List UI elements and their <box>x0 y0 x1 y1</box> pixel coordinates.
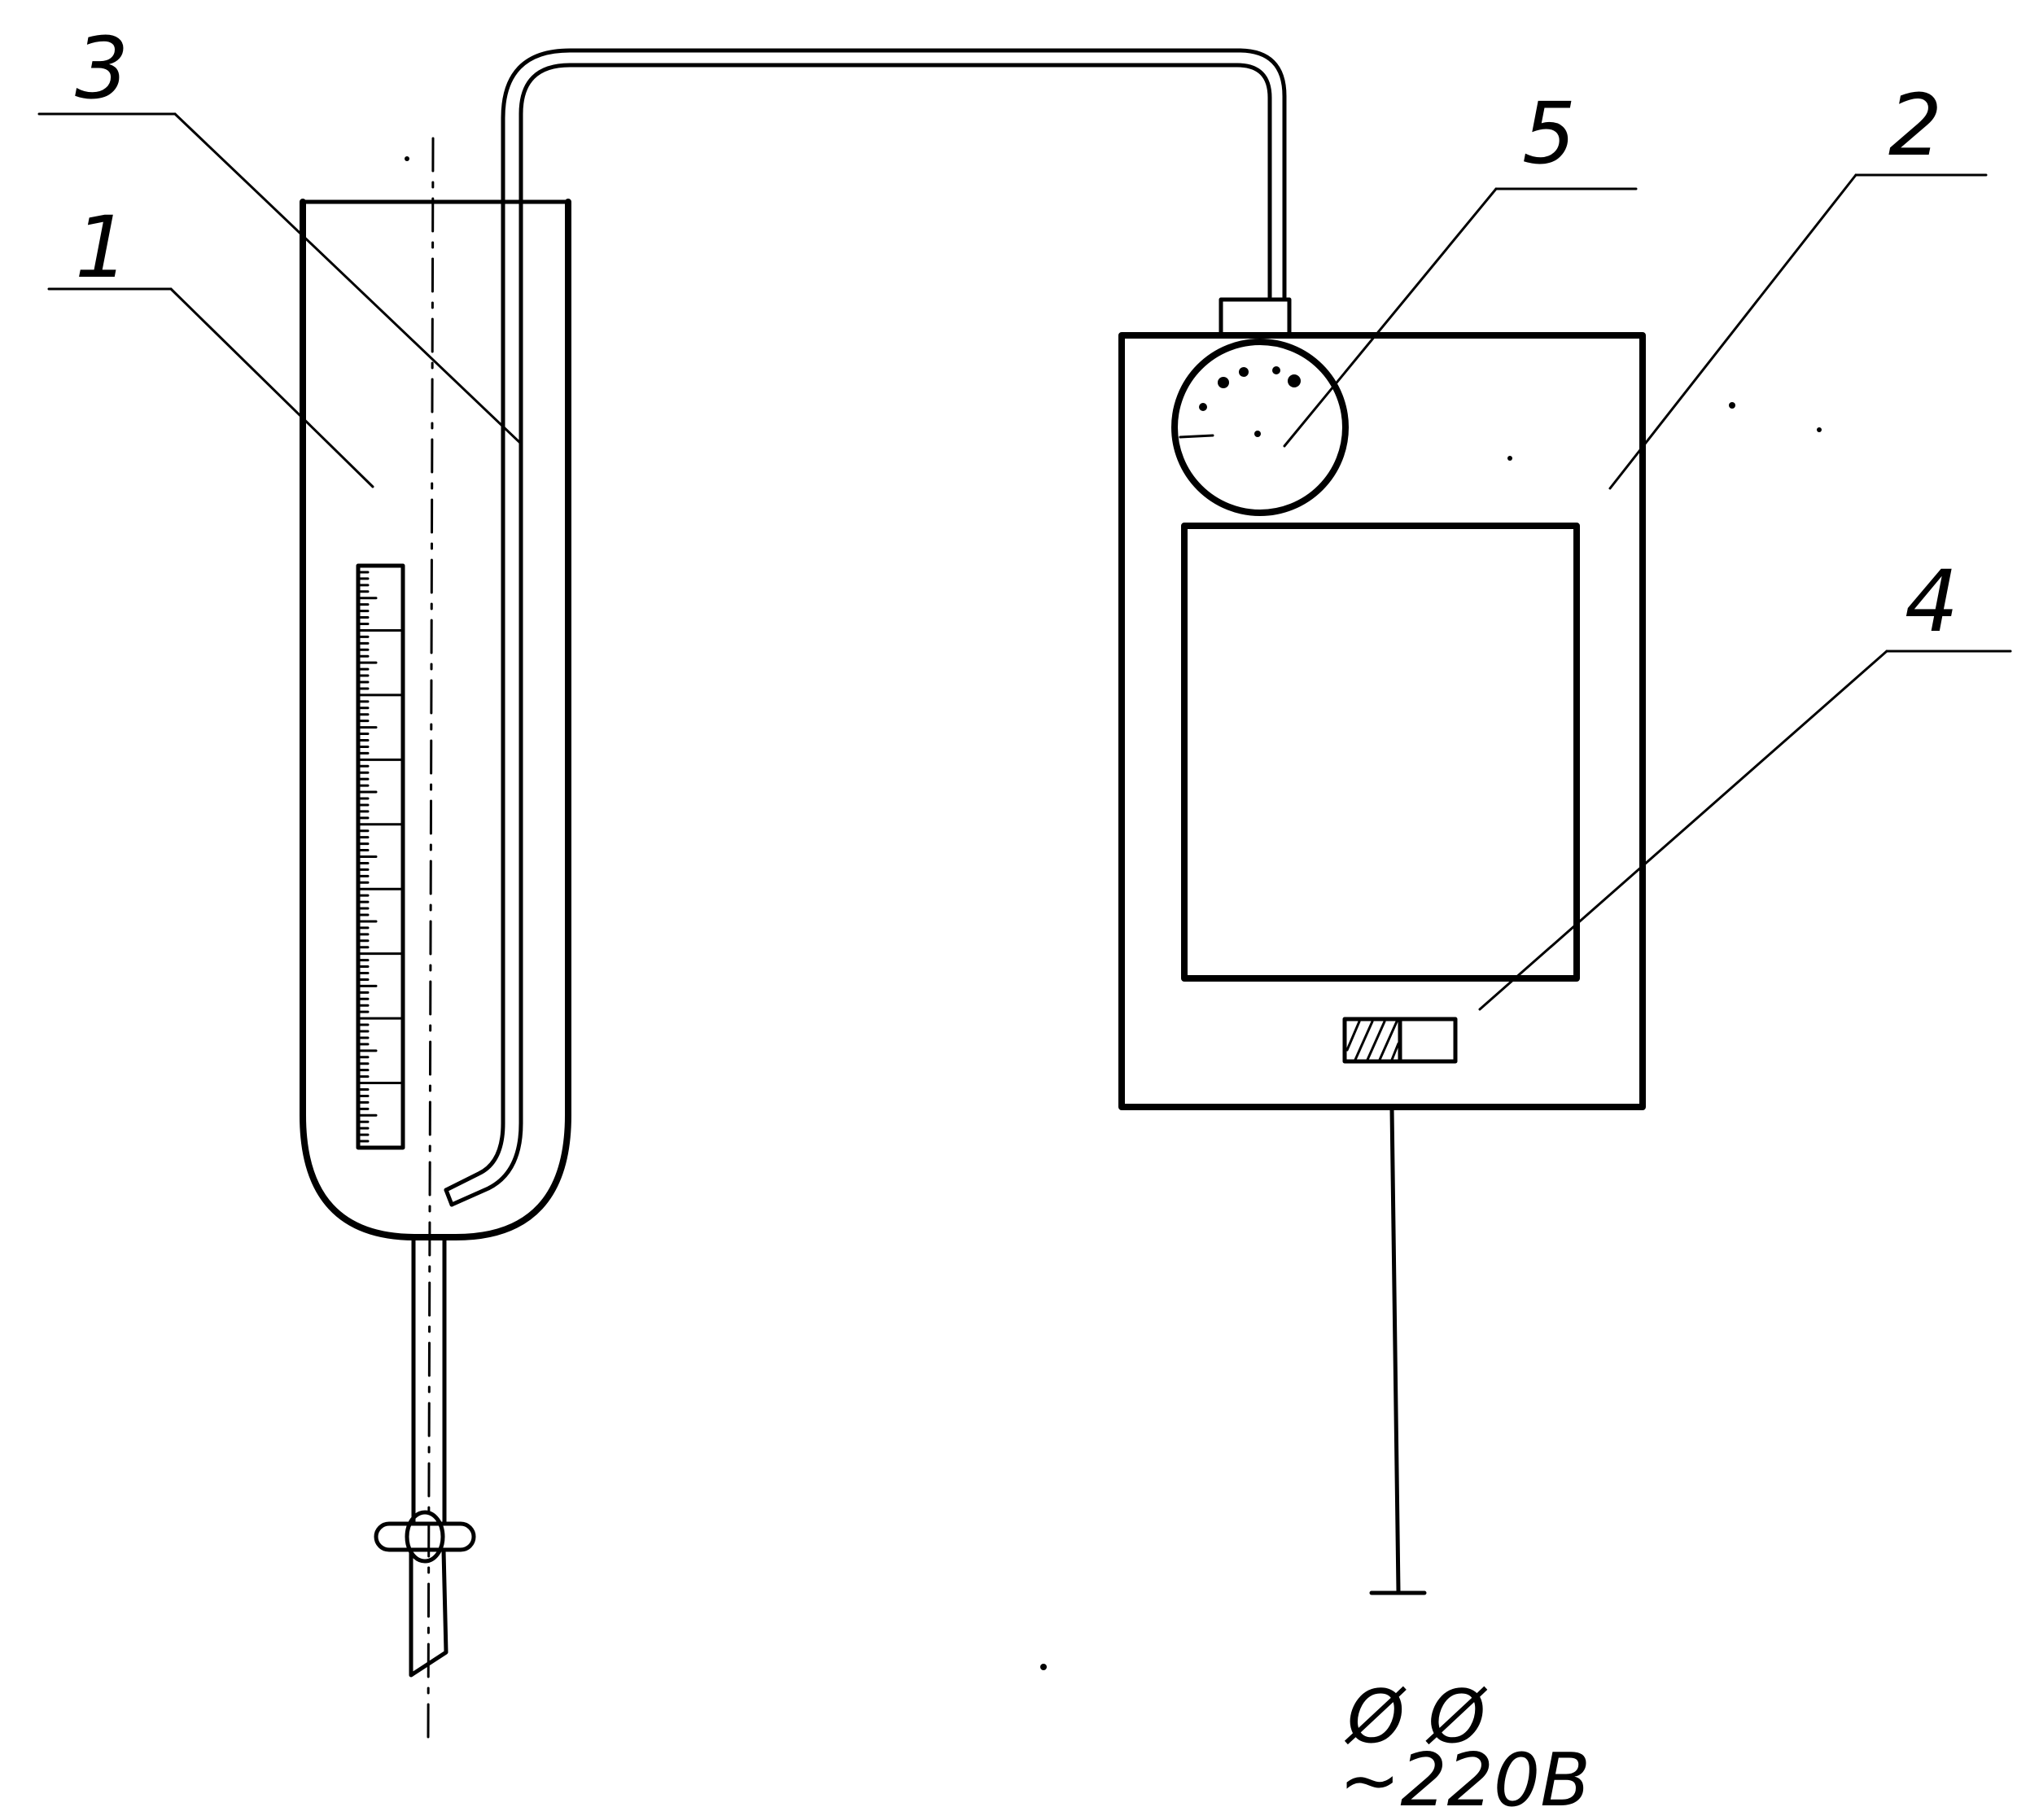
gauge-dial-marks <box>1199 366 1301 437</box>
scan-specks <box>405 156 1822 1670</box>
vessel-axis-line <box>427 137 435 1743</box>
gauge-needle <box>1179 434 1214 439</box>
leader-lines <box>37 112 2012 1011</box>
switch-hatched-half <box>1345 1020 1400 1061</box>
label-switch: 4 <box>1905 552 1958 651</box>
connecting-tube-outer <box>449 63 1272 1207</box>
vessel-body <box>300 199 571 1240</box>
power-phase-symbols: Ø Ø <box>1344 1674 1487 1760</box>
label-gauge: 5 <box>1522 84 1576 183</box>
connecting-tube-inner <box>444 48 1287 1192</box>
tube-connector <box>1219 297 1292 338</box>
power-cord <box>1389 1106 1401 1594</box>
scale-ticks <box>357 564 405 1149</box>
outlet-clamp <box>374 1521 476 1552</box>
tube-tip <box>444 1188 454 1207</box>
device-display-window <box>1181 523 1580 982</box>
power-voltage-label: ~220B <box>1339 1738 1590 1820</box>
label-device: 2 <box>1888 76 1942 175</box>
clamp-knob <box>405 1510 445 1564</box>
device-housing <box>1118 332 1646 1110</box>
outlet-spout <box>409 1548 448 1678</box>
pressure-gauge <box>1171 339 1349 516</box>
outlet-stem <box>411 1235 447 1525</box>
label-vessel: 1 <box>75 198 129 297</box>
label-tube: 3 <box>75 19 129 118</box>
